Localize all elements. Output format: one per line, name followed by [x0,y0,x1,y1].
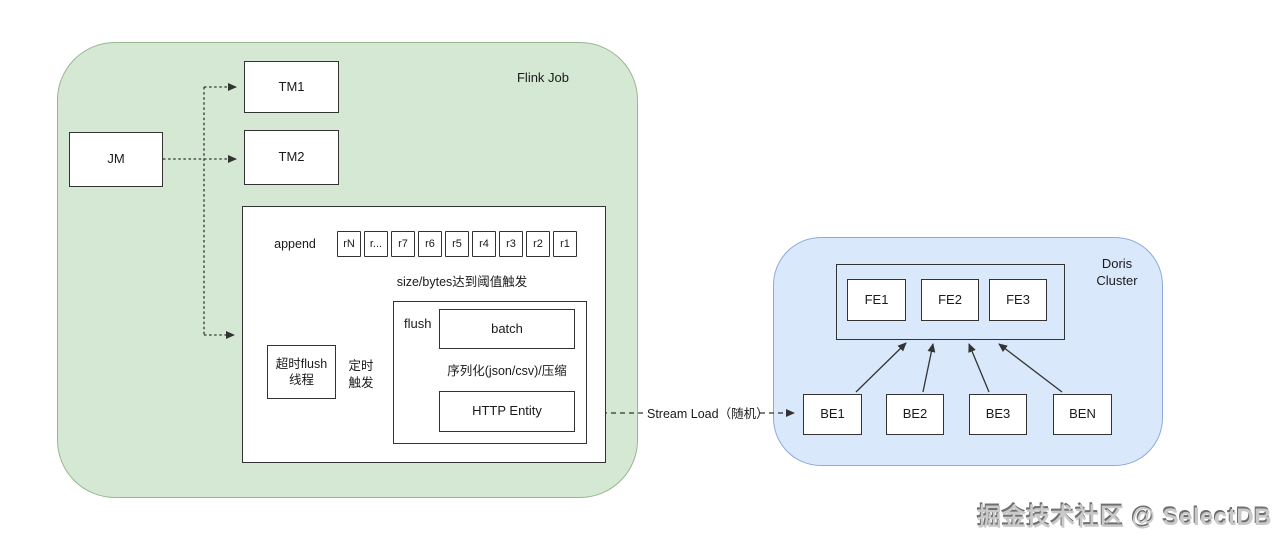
queue-cell: r1 [553,231,577,257]
queue-cell: r6 [418,231,442,257]
queue-cell: r7 [391,231,415,257]
tm2-node: TM2 [244,130,339,185]
timeout-flush-thread-box: 超时flush线程 [267,345,336,399]
ben-node: BEN [1053,394,1112,435]
fe3-node: FE3 [989,279,1047,321]
queue-cell: r2 [526,231,550,257]
queue-cell: r3 [499,231,523,257]
flink-job-label: Flink Job [516,70,570,85]
http-entity-label: HTTP Entity [472,403,542,419]
timer-trigger-label: 定时触发 [348,359,374,390]
fe2-label: FE2 [938,291,962,307]
jm-node: JM [69,132,163,187]
queue-cell: r4 [472,231,496,257]
fe1-node: FE1 [847,279,906,321]
be2-label: BE2 [902,406,928,422]
fe2-node: FE2 [921,279,979,321]
http-entity-box: HTTP Entity [439,391,575,432]
jm-label: JM [107,151,125,167]
append-label: append [274,237,316,251]
tm1-label: TM1 [278,78,305,94]
be1-node: BE1 [803,394,862,435]
queue-cell: r... [364,231,388,257]
record-queue: rN r... r7 r6 r5 r4 r3 r2 r1 [337,231,577,257]
flush-label: flush [404,316,432,331]
be2-node: BE2 [886,394,944,435]
timeout-flush-thread-label: 超时flush线程 [275,356,328,387]
ben-label: BEN [1069,406,1096,422]
stream-load-label: Stream Load（随机） [647,407,769,421]
queue-cell: rN [337,231,361,257]
doris-cluster-label: Doris Cluster [1096,256,1138,289]
fe3-label: FE3 [1006,291,1030,307]
batch-label: batch [491,320,523,336]
tm2-label: TM2 [278,149,305,165]
watermark-text: 掘金技术社区 @ SelectDB [977,504,1272,531]
tm1-node: TM1 [244,61,339,113]
fe1-label: FE1 [864,291,889,307]
be1-label: BE1 [820,406,845,422]
batch-box: batch [439,309,575,349]
serialize-label: 序列化(json/csv)/压缩 [447,364,567,378]
size-trigger-label: size/bytes达到阈值触发 [396,275,528,289]
be3-label: BE3 [985,406,1011,422]
be3-node: BE3 [969,394,1027,435]
queue-cell: r5 [445,231,469,257]
